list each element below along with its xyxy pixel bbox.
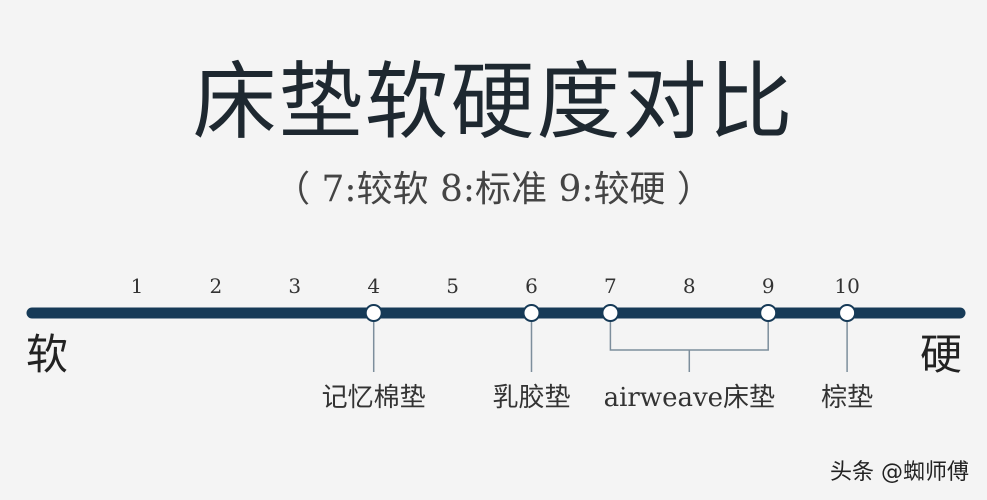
marker-dot	[759, 304, 778, 322]
tick-label: 5	[446, 274, 459, 298]
marker-label: 棕垫	[821, 383, 874, 413]
tick-label: 2	[210, 274, 223, 298]
soft-label: 软	[26, 330, 69, 379]
tick-label: 10	[834, 274, 859, 298]
range-bracket	[609, 313, 769, 351]
marker-label: 记忆棉垫	[321, 383, 426, 413]
marker-dot	[838, 304, 857, 322]
marker-dot	[364, 304, 383, 322]
watermark: 头条 @蜘师傅	[830, 460, 969, 485]
marker-label: 乳胶垫	[492, 383, 571, 413]
page-title: 床垫软硬度对比	[192, 53, 795, 151]
marker-dot	[522, 304, 541, 322]
tick-label: 1	[131, 274, 144, 298]
tick-label: 7	[604, 274, 617, 298]
marker-label: airweave床垫	[603, 383, 776, 413]
tick-label: 6	[525, 274, 538, 298]
tick-label: 3	[288, 274, 301, 298]
tick-label: 4	[367, 274, 380, 298]
hard-label: 硬	[920, 330, 963, 379]
tick-label: 9	[762, 274, 775, 298]
subtitle: （ 7:较软 8:标准 9:较硬 ）	[274, 169, 713, 210]
marker-dot	[601, 304, 620, 322]
tick-label: 8	[683, 274, 696, 298]
